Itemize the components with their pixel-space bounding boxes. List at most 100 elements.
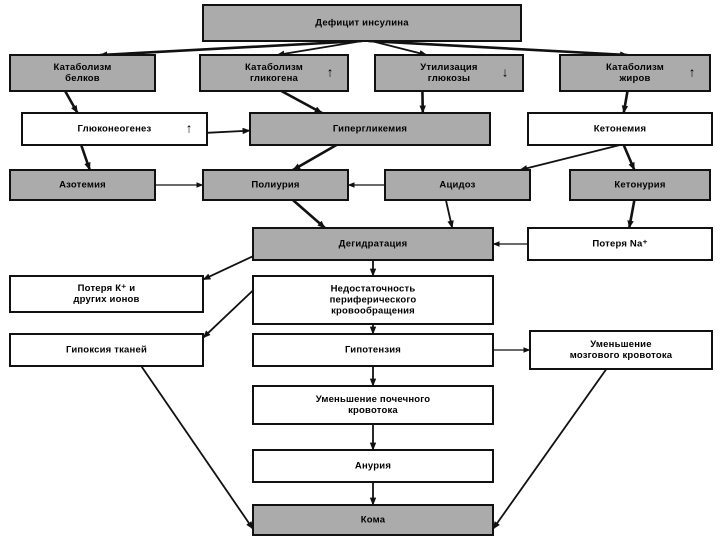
edge-dehydration-to-k_loss [202, 255, 254, 281]
node-label-insulin_deficit: Дефицит инсулина [315, 18, 409, 29]
node-label-dehydration: Дегидратация [339, 239, 408, 250]
node-box-glycogen_catab [199, 54, 349, 92]
edge-ketonemia-to-acidosis [519, 144, 621, 172]
node-label-azotemia: Азотемия [59, 180, 106, 191]
node-label-acidosis: Ацидоз [439, 180, 475, 191]
node-label-tissue_hypoxia: Гипоксия тканей [66, 345, 147, 356]
edge-ketonuria-to-na_loss [627, 199, 636, 229]
node-label-protein_catab: Катаболизм [54, 62, 112, 73]
node-label-k_loss: Потеря К⁺ и [78, 283, 136, 294]
edge-brain_flow-to-coma [492, 368, 608, 530]
node-box-periph_circ [252, 275, 494, 325]
node-box-polyuria [202, 169, 349, 201]
node-polyuria[interactable]: Полиурия [202, 169, 349, 201]
node-coma[interactable]: Кома [252, 504, 494, 536]
node-label-periph_circ: кровообращения [331, 306, 415, 317]
node-layer: Дефицит инсулинаКатаболизмбелковКатаболи… [9, 4, 713, 536]
node-box-tissue_hypoxia [9, 333, 204, 367]
node-gluconeogenesis[interactable]: Глюконеогенез ↑ [21, 112, 208, 146]
edge-insulin_deficit-to-glucose_util [371, 40, 428, 57]
node-box-hyperglycemia [249, 112, 491, 146]
node-box-glucose_util [374, 54, 524, 92]
node-label-anuria: Анурия [355, 461, 391, 472]
node-box-fat_catab [559, 54, 711, 92]
node-ketonemia[interactable]: Кетонемия [527, 112, 713, 146]
node-label-fat_catab: жиров [618, 73, 650, 84]
node-box-renal_flow [252, 385, 494, 425]
node-trend-down-icon-glucose_util: ↓ [502, 64, 509, 79]
node-box-gluconeogenesis [21, 112, 208, 146]
node-label-na_loss: Потеря Na⁺ [592, 239, 647, 250]
node-acidosis[interactable]: Ацидоз [384, 169, 531, 201]
node-label-glycogen_catab: гликогена [250, 73, 299, 84]
node-box-brain_flow [529, 330, 713, 370]
node-trend-up-icon-glycogen_catab: ↑ [327, 64, 334, 79]
node-label-brain_flow: мозгового кровотока [570, 350, 673, 361]
node-box-anuria [252, 449, 494, 483]
edge-insulin_deficit-to-fat_catab [368, 39, 629, 58]
node-ketonuria[interactable]: Кетонурия [569, 169, 711, 201]
edge-polyuria-to-dehydration [292, 199, 326, 229]
edge-insulin_deficit-to-glycogen_catab [276, 40, 363, 57]
edge-fat_catab-to-ketonemia [621, 90, 629, 114]
node-box-coma [252, 504, 494, 536]
edge-periph_circ-to-tissue_hypoxia [202, 289, 254, 339]
node-label-glucose_util: Утилизация [420, 62, 477, 73]
edge-ketonemia-to-ketonuria [622, 144, 636, 171]
node-box-ketonemia [527, 112, 713, 146]
node-label-glucose_util: глюкозы [428, 73, 470, 84]
node-label-glycogen_catab: Катаболизм [245, 62, 303, 73]
node-periph_circ[interactable]: Недостаточностьпериферическогокровообращ… [252, 275, 494, 325]
node-box-na_loss [527, 227, 713, 261]
node-box-dehydration [252, 227, 494, 261]
edge-layer [63, 39, 636, 530]
edge-tissue_hypoxia-to-coma [140, 365, 254, 530]
node-box-ketonuria [569, 169, 711, 201]
node-label-hyperglycemia: Гипергликемия [333, 124, 407, 135]
node-label-fat_catab: Катаболизм [606, 62, 664, 73]
node-label-hypotension: Гипотензия [345, 345, 401, 356]
node-azotemia[interactable]: Азотемия [9, 169, 156, 201]
node-box-hypotension [252, 333, 494, 367]
edge-insulin_deficit-to-protein_catab [99, 39, 363, 58]
node-label-renal_flow: кровотока [348, 405, 398, 416]
node-hypotension[interactable]: Гипотензия [252, 333, 494, 367]
node-tissue_hypoxia[interactable]: Гипоксия тканей [9, 333, 204, 367]
node-na_loss[interactable]: Потеря Na⁺ [527, 227, 713, 261]
node-box-k_loss [9, 275, 204, 313]
node-trend-up-icon-fat_catab: ↑ [689, 64, 696, 79]
node-hyperglycemia[interactable]: Гипергликемия [249, 112, 491, 146]
node-label-polyuria: Полиурия [251, 180, 299, 191]
node-box-protein_catab [9, 54, 156, 92]
node-label-ketonemia: Кетонемия [594, 124, 646, 135]
edge-hyperglycemia-to-polyuria [292, 143, 338, 172]
node-box-azotemia [9, 169, 156, 201]
edge-gluconeogenesis-to-azotemia [79, 144, 92, 171]
edge-gluconeogenesis-to-hyperglycemia [206, 127, 251, 135]
node-label-protein_catab: белков [65, 73, 100, 84]
node-label-renal_flow: Уменьшение почечного [316, 394, 431, 405]
node-label-ketonuria: Кетонурия [614, 180, 665, 191]
edge-glycogen_catab-to-hyperglycemia [280, 89, 323, 115]
node-label-gluconeogenesis: Глюконеогенез [78, 124, 152, 135]
node-label-brain_flow: Уменьшение [590, 339, 651, 350]
node-label-periph_circ: Недостаточность [331, 284, 416, 295]
edge-protein_catab-to-gluconeogenesis [63, 90, 79, 114]
node-label-coma: Кома [361, 515, 386, 526]
edge-acidosis-to-dehydration [445, 199, 454, 229]
node-box-acidosis [384, 169, 531, 201]
node-trend-up-icon-gluconeogenesis: ↑ [186, 120, 193, 135]
node-label-k_loss: других ионов [73, 294, 139, 305]
node-anuria[interactable]: Анурия [252, 449, 494, 483]
node-dehydration[interactable]: Дегидратация [252, 227, 494, 261]
node-insulin_deficit[interactable]: Дефицит инсулина [202, 4, 522, 42]
